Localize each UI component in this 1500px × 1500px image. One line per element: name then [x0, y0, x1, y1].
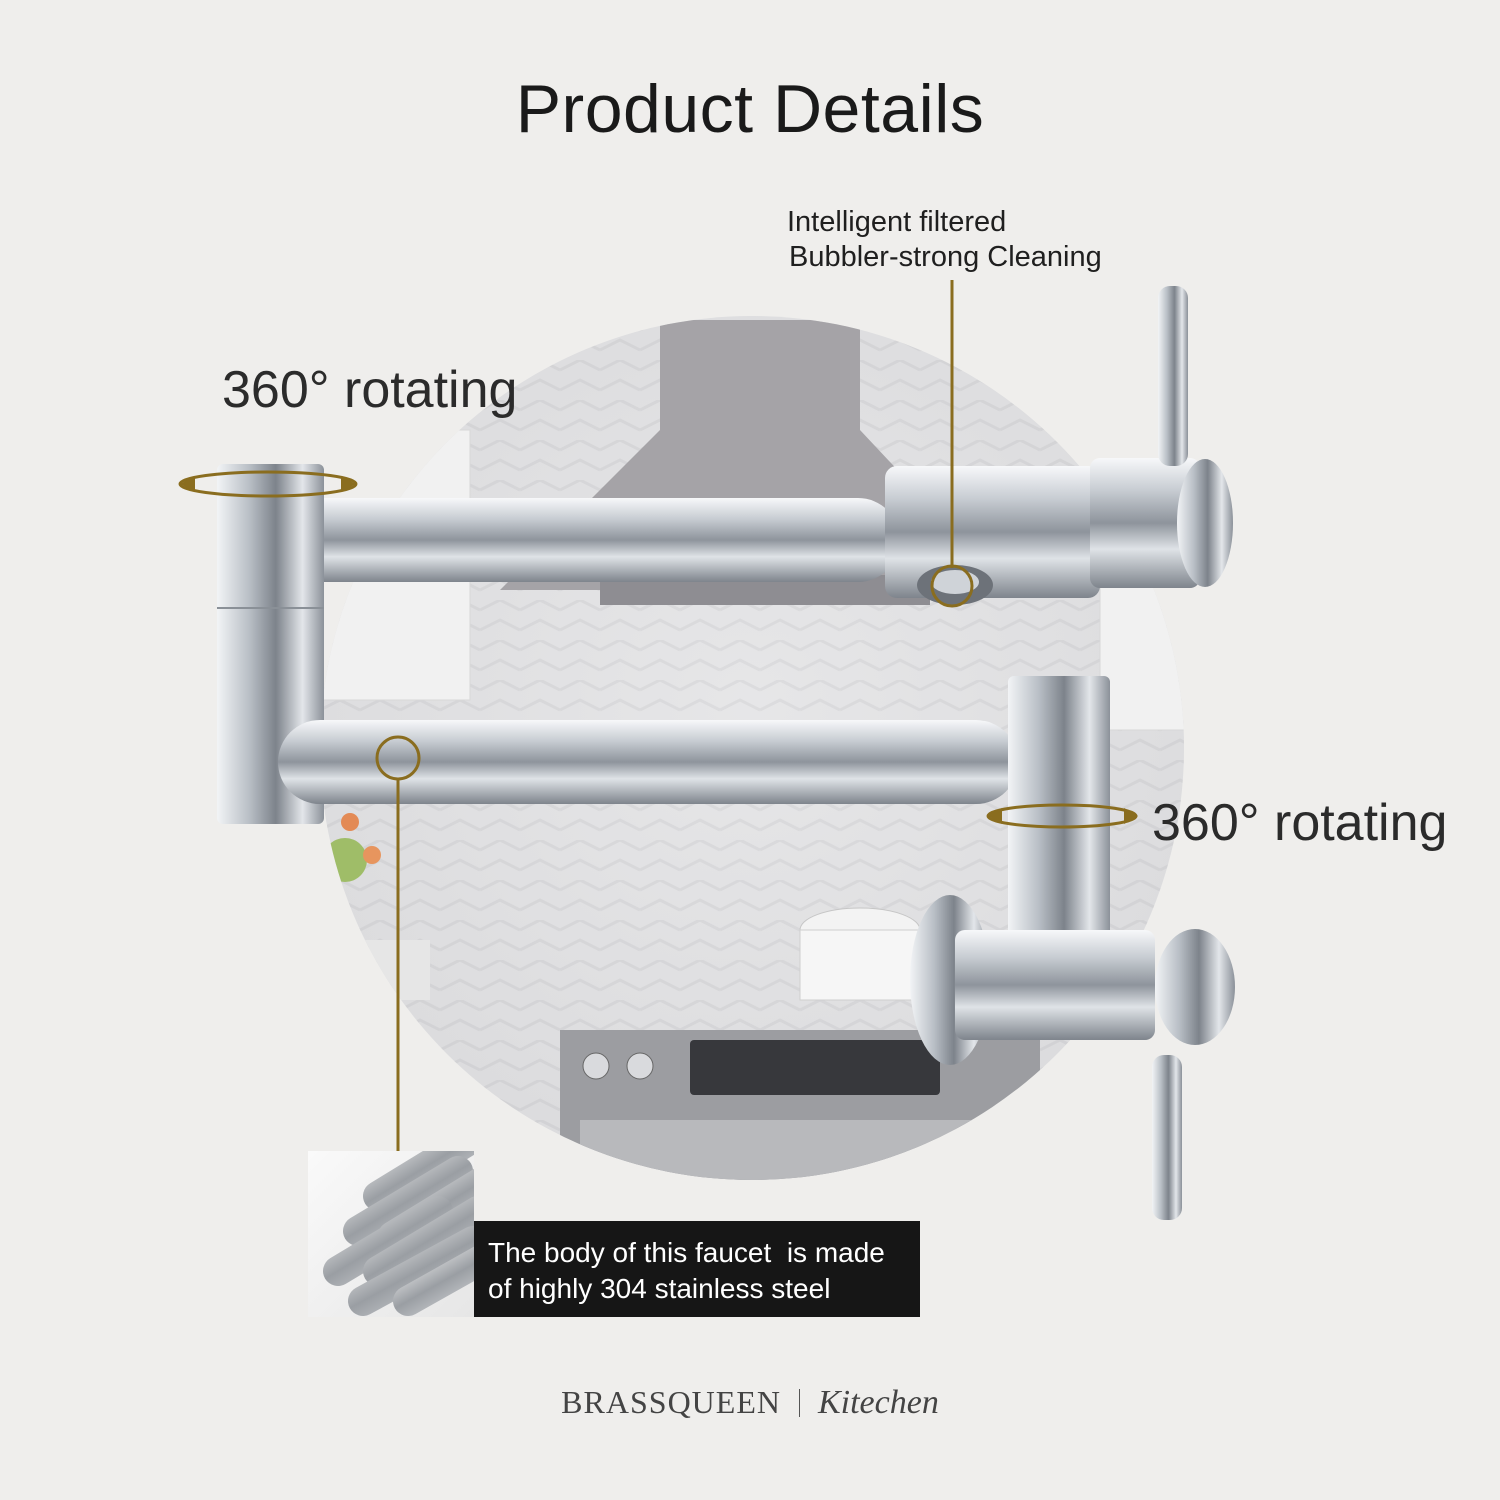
rotation-label-bottom: 360° rotating [1152, 794, 1448, 852]
filter-callout-ring [930, 564, 974, 608]
material-caption-line1: The body of this faucet is made [488, 1237, 885, 1268]
brand-name: BRASSQUEEN [561, 1384, 781, 1420]
steel-rods-image [308, 1126, 503, 1317]
page-title: Product Details [515, 71, 985, 147]
filter-callout: Intelligent filtered Bubbler-strong Clea… [787, 205, 1102, 275]
brand-sub: Kitechen [817, 1384, 939, 1421]
rotation-arrow-icon [986, 803, 1138, 829]
rotation-arrow-icon [178, 470, 358, 498]
faucet-upper-arm [260, 286, 1233, 605]
brand-divider [798, 1389, 800, 1417]
material-caption-line2: of highly 304 stainless steel [488, 1273, 831, 1304]
rotation-label-top: 360° rotating [222, 361, 518, 419]
faucet-lower-arm [278, 720, 1018, 804]
filter-callout-line1: Intelligent filtered [787, 206, 1007, 238]
brand-logo: BRASSQUEEN Kitechen [0, 1384, 1500, 1422]
material-caption: The body of this faucet is made of highl… [474, 1221, 920, 1317]
filter-callout-line2: Bubbler-strong Cleaning [789, 241, 1102, 273]
